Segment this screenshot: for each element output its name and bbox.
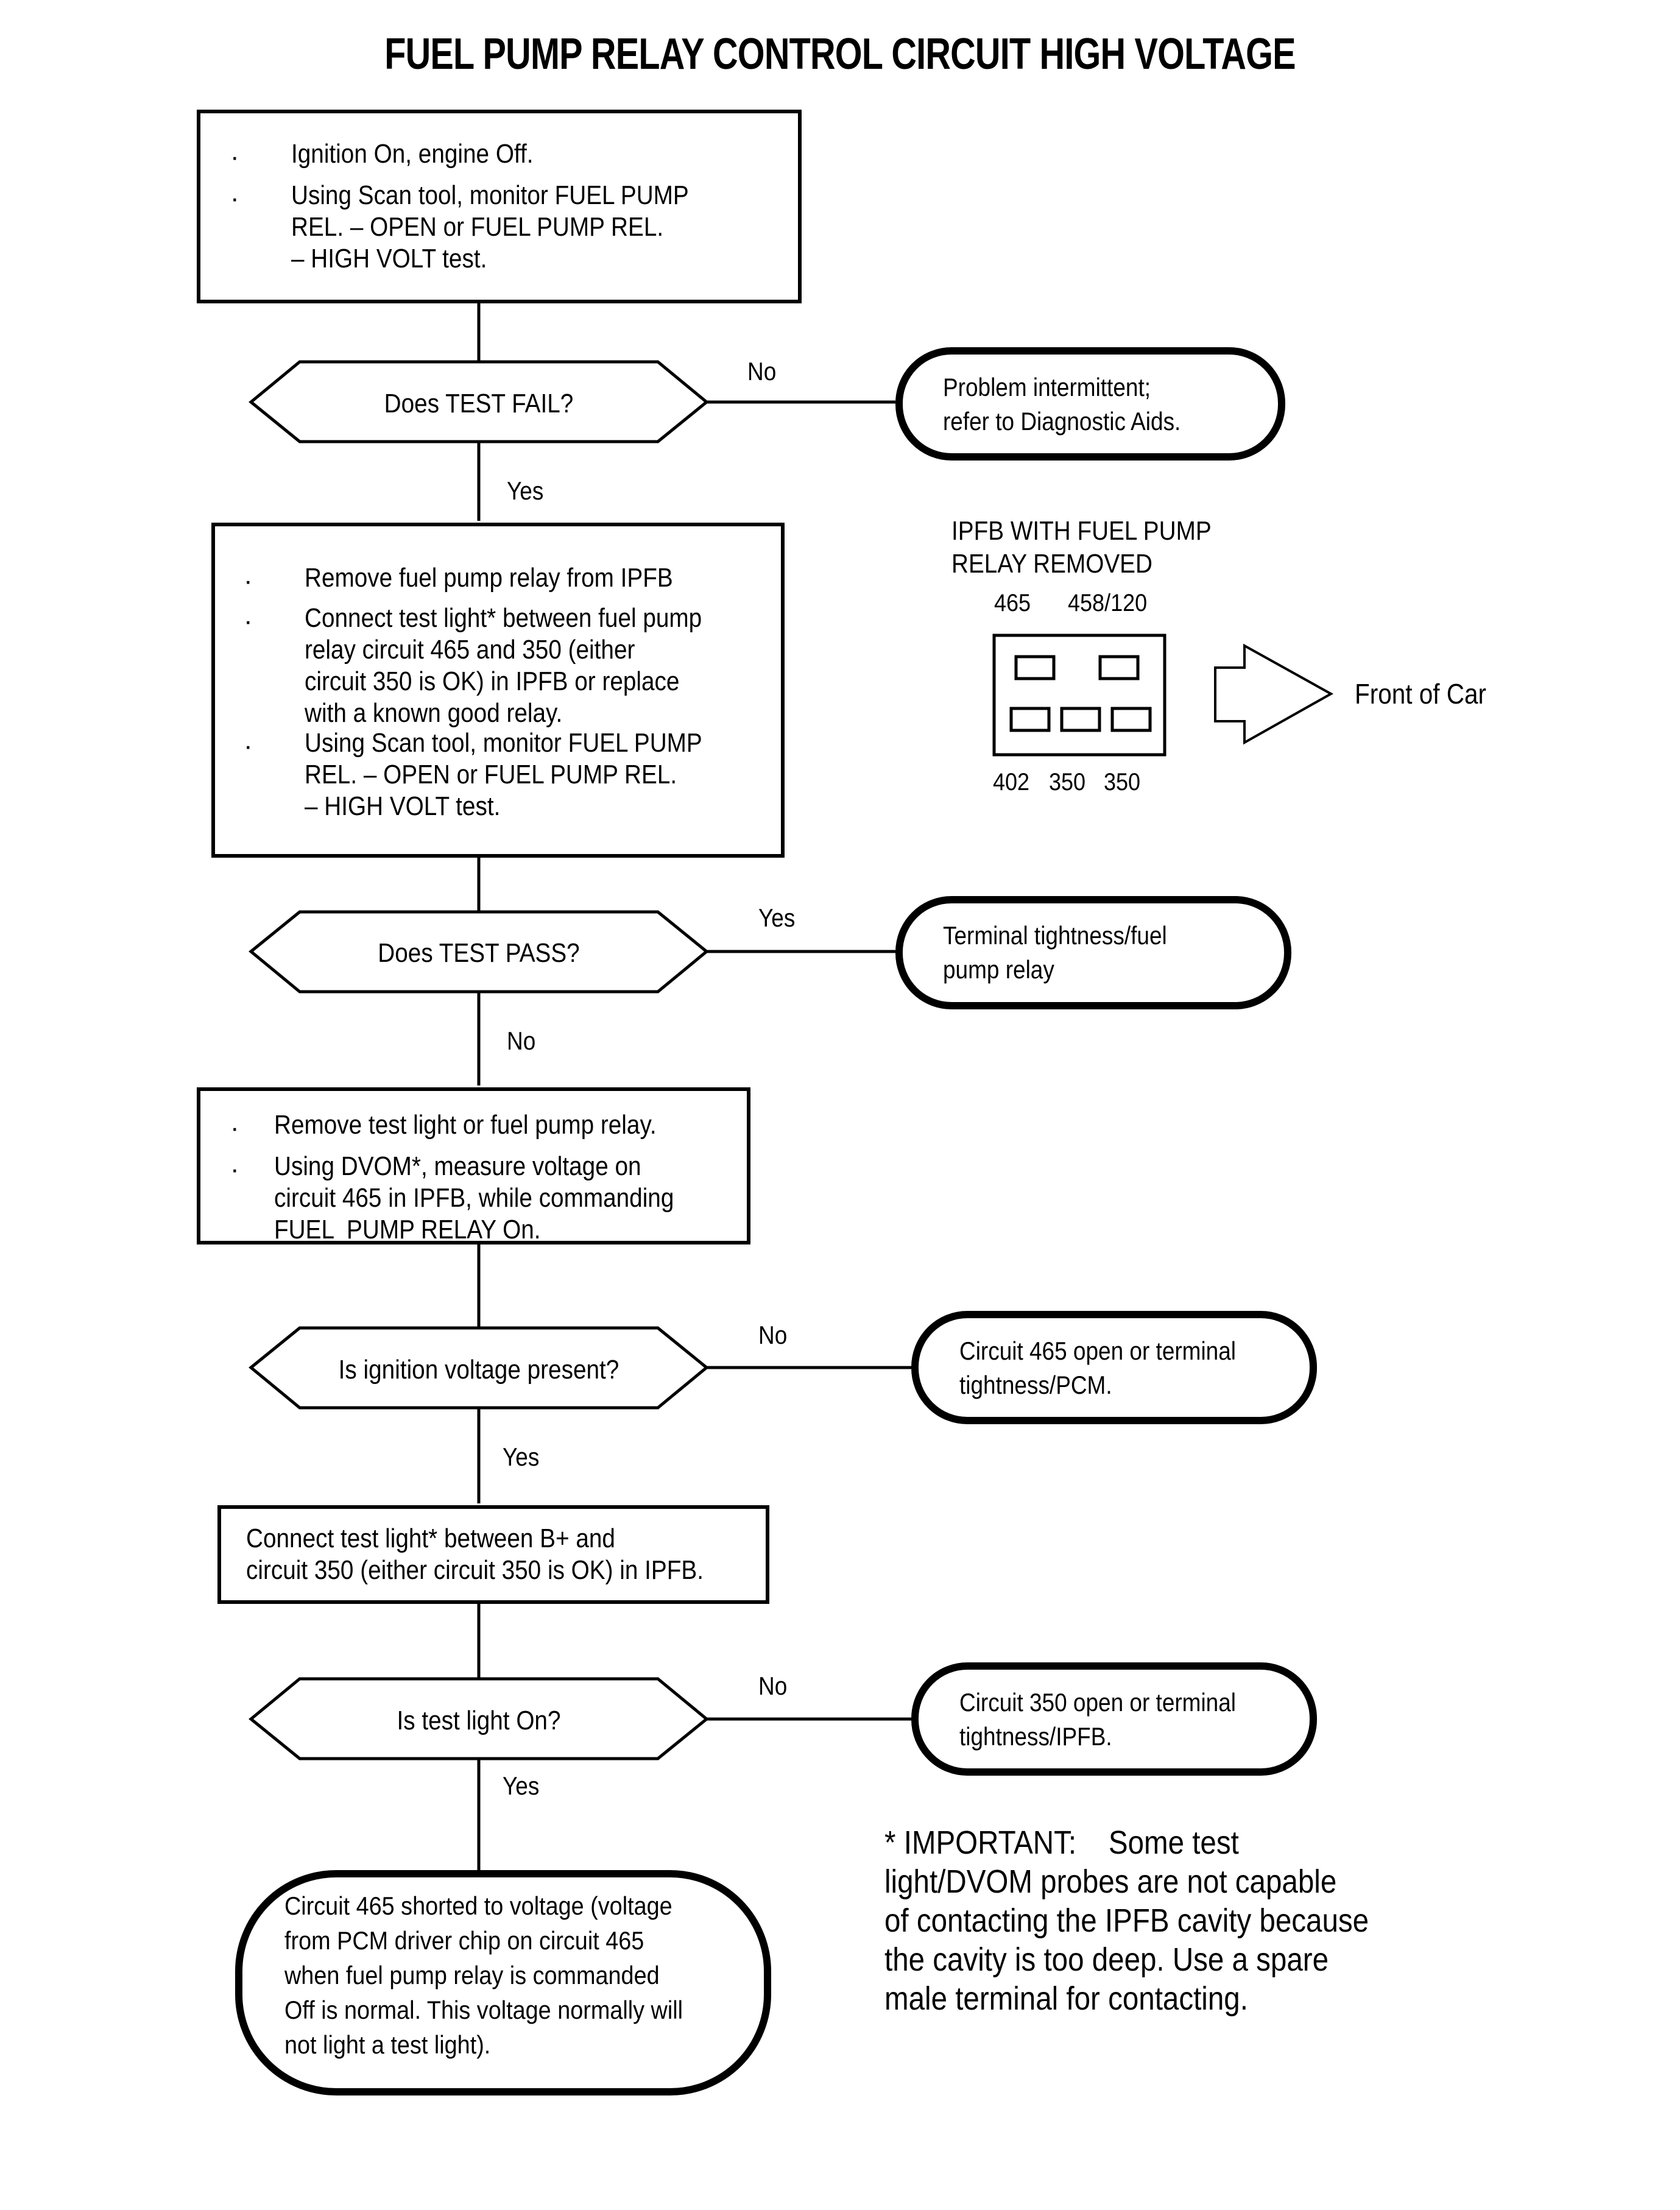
important-footnote: * IMPORTANT: Some test light/DVOM probes… bbox=[884, 1824, 1369, 2017]
process-box-step-3 bbox=[197, 1087, 750, 1244]
ipfb-caption: IPFB WITH FUEL PUMP RELAY REMOVED bbox=[951, 516, 1212, 579]
branch-label-yes-1: Yes bbox=[507, 476, 544, 505]
process-text-step-2-item-1: Remove fuel pump relay from IPFB bbox=[305, 563, 673, 593]
terminal-text-5: Circuit 465 shorted to voltage (voltage … bbox=[284, 1891, 683, 2059]
ipfb-top-label-458-120: 458/120 bbox=[1068, 590, 1148, 616]
process-text-step-2-item-2: Connect test light* between fuel pump re… bbox=[305, 603, 702, 728]
terminal-shape-5 bbox=[235, 1870, 771, 2095]
process-box-step-4 bbox=[217, 1505, 769, 1604]
process-text-step-2-item-3: Using Scan tool, monitor FUEL PUMP REL. … bbox=[305, 728, 702, 821]
process-text-step-3-item-2: Using DVOM*, measure voltage on circuit … bbox=[274, 1151, 674, 1244]
front-of-car-label: Front of Car bbox=[1355, 678, 1486, 710]
branch-label-no-3: No bbox=[758, 1321, 788, 1349]
ipfb-cavity-465 bbox=[1014, 655, 1056, 680]
process-box-step-1 bbox=[197, 110, 802, 303]
ipfb-cavity-350-a bbox=[1060, 707, 1101, 732]
process-text-step-1-item-2: Using Scan tool, monitor FUEL PUMP REL. … bbox=[291, 180, 689, 274]
ipfb-cavity-402 bbox=[1009, 707, 1051, 732]
ipfb-bottom-label-402: 402 bbox=[993, 769, 1030, 796]
decision-hexagon-2 bbox=[249, 910, 709, 994]
page-title: FUEL PUMP RELAY CONTROL CIRCUIT HIGH VOL… bbox=[384, 30, 1296, 79]
branch-label-no-2: No bbox=[507, 1026, 536, 1055]
bullet-marker: · bbox=[230, 183, 239, 213]
ipfb-top-label-465: 465 bbox=[994, 590, 1031, 616]
ipfb-cavity-350-b bbox=[1110, 707, 1152, 732]
branch-label-yes-2: Yes bbox=[758, 903, 796, 932]
terminal-shape-2 bbox=[895, 896, 1291, 1009]
terminal-text-1: Problem intermittent; refer to Diagnosti… bbox=[943, 373, 1181, 436]
terminal-text-4: Circuit 350 open or terminal tightness/I… bbox=[959, 1688, 1237, 1751]
branch-label-yes-3: Yes bbox=[503, 1442, 540, 1471]
process-text-step-3-item-1: Remove test light or fuel pump relay. bbox=[274, 1110, 657, 1140]
decision-3-question: Is ignition voltage present? bbox=[338, 1355, 619, 1385]
process-box-step-2 bbox=[211, 523, 785, 858]
decision-hexagon-3 bbox=[249, 1326, 709, 1410]
branch-label-no-1: No bbox=[747, 357, 777, 386]
bullet-marker: · bbox=[230, 1154, 239, 1184]
ipfb-cavity-458-120 bbox=[1098, 655, 1140, 680]
decision-4-question: Is test light On? bbox=[397, 1706, 561, 1735]
process-text-step-1-item-1: Ignition On, engine Off. bbox=[291, 139, 534, 169]
bullet-marker: · bbox=[230, 142, 239, 172]
ipfb-bottom-label-350-b: 350 bbox=[1104, 769, 1141, 796]
branch-label-yes-4: Yes bbox=[503, 1771, 540, 1800]
bullet-marker: · bbox=[244, 606, 253, 636]
ipfb-bottom-label-350-a: 350 bbox=[1049, 769, 1086, 796]
decision-1-question: Does TEST FAIL? bbox=[384, 389, 574, 418]
branch-label-no-4: No bbox=[758, 1672, 788, 1700]
terminal-shape-1 bbox=[895, 347, 1285, 461]
ipfb-connector-body bbox=[992, 634, 1166, 757]
terminal-shape-3 bbox=[911, 1311, 1317, 1424]
terminal-text-3: Circuit 465 open or terminal tightness/P… bbox=[959, 1336, 1237, 1399]
terminal-text-2: Terminal tightness/fuel pump relay bbox=[943, 921, 1167, 984]
decision-hexagon-4 bbox=[249, 1677, 709, 1760]
bullet-marker: · bbox=[230, 1113, 239, 1143]
right-arrow-icon bbox=[1214, 643, 1334, 745]
bullet-marker: · bbox=[244, 731, 253, 761]
decision-2-question: Does TEST PASS? bbox=[378, 938, 580, 968]
terminal-shape-4 bbox=[911, 1662, 1317, 1776]
decision-hexagon-1 bbox=[249, 360, 709, 443]
process-text-step-4: Connect test light* between B+ and circu… bbox=[246, 1523, 704, 1585]
bullet-marker: · bbox=[244, 566, 253, 596]
